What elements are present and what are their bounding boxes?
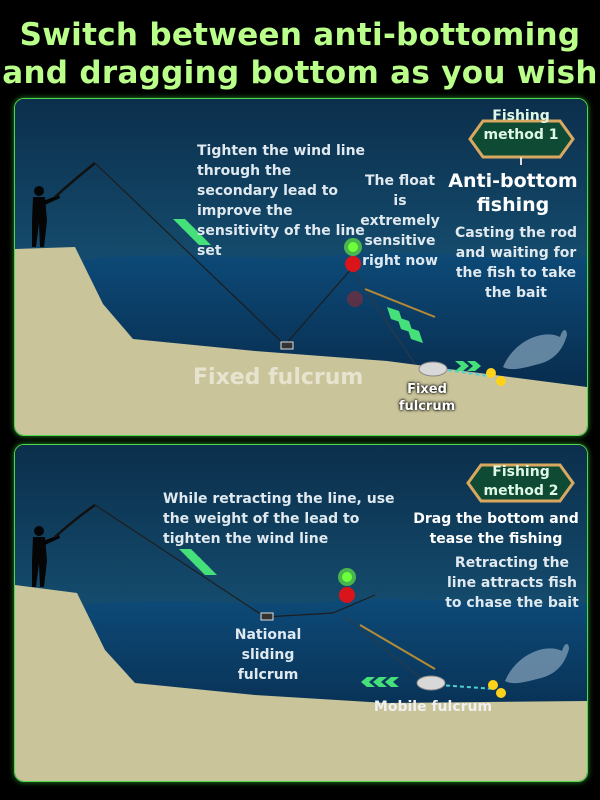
fixed-fulcrum-label-small: Fixed fulcrum (398, 382, 456, 414)
chevron-arrow-right-icon (455, 361, 481, 371)
method-badge-label: Fishing method 1 (483, 108, 559, 143)
bait-bead (486, 368, 496, 378)
method-title: Anti-bottom fishing (448, 170, 578, 216)
lead-sinker (416, 675, 446, 691)
bait-line-2 (426, 366, 496, 378)
method-badge: Fishing method 2 (469, 463, 573, 501)
chevron-arrow-left-icon (361, 677, 399, 687)
sliding-fulcrum-label: National sliding fulcrum (234, 627, 302, 683)
float-tip (348, 242, 358, 252)
fishing-line (94, 504, 376, 618)
panel-drag-bottom: Fishing method 2 Drag the bottom and tea… (14, 444, 588, 782)
headline-line-1: Switch between anti-bottoming (19, 17, 581, 53)
secondary-lead (280, 341, 294, 350)
rig-line (344, 616, 428, 684)
chevron-arrow-left-icon (179, 549, 217, 575)
fish-silhouette (503, 330, 567, 370)
scene-illustration (15, 99, 587, 435)
bait-line-2 (438, 684, 496, 690)
method-title: Drag the bottom and tease the fishing (413, 511, 579, 547)
method-description: Retracting the line attracts fish to cha… (445, 555, 579, 611)
lead-sinker (418, 361, 448, 377)
note-float-sensitive: The float is extremely sensitive right n… (360, 173, 440, 269)
method-badge: Fishing method 1 (469, 107, 573, 145)
rig-line (352, 270, 416, 365)
mobile-fulcrum-label: Mobile fulcrum (373, 699, 493, 715)
method-description: Casting the rod and waiting for the fish… (455, 225, 577, 301)
bait-line (359, 624, 436, 670)
method-badge-frame (466, 463, 575, 503)
scene-illustration (15, 445, 587, 781)
river-bank (15, 585, 587, 781)
fishing-rod (54, 503, 96, 538)
float-body (345, 256, 361, 272)
bait-bead (496, 376, 506, 386)
river-bank (15, 247, 587, 435)
chevron-arrow-down-icon (387, 307, 423, 343)
fishing-rod (54, 162, 96, 198)
fixed-fulcrum-label-large: Fixed fulcrum (193, 365, 364, 390)
note-retract-line: While retracting the line, use the weigh… (163, 491, 395, 547)
chevron-arrow-left-icon (173, 219, 211, 245)
bait-bead (488, 680, 498, 690)
note-wind-line: Tighten the wind line through the second… (197, 143, 366, 259)
bait-bead (496, 688, 506, 698)
float-ghost (347, 291, 363, 307)
fish-silhouette (505, 644, 569, 684)
float-body (339, 587, 355, 603)
method-badge-frame (468, 119, 575, 165)
headline-line-2: and dragging bottom as you wish (2, 55, 598, 91)
bait-line (364, 288, 436, 318)
float-tip (342, 572, 352, 582)
panel-anti-bottom: Fishing method 1 Anti-bottom fishing Cas… (14, 98, 588, 436)
sliding-lead (260, 612, 274, 621)
method-badge-label: Fishing method 2 (483, 464, 559, 499)
